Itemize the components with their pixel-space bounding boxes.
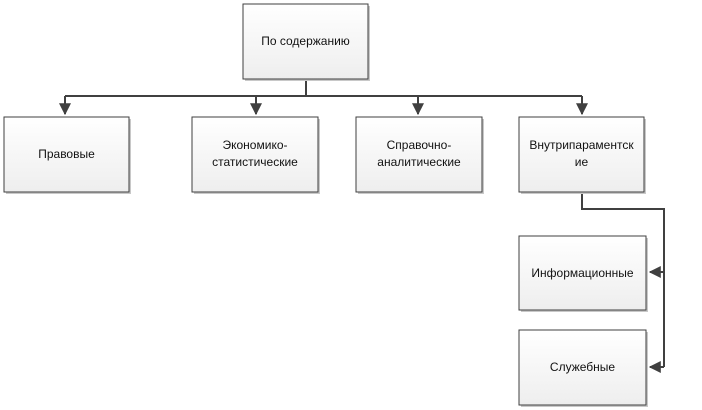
node-info-label: Информационные: [531, 266, 634, 280]
node-legal-label: Правовые: [38, 147, 95, 161]
node-econ-label-line2: статистические: [212, 155, 298, 169]
node-ref: Справочно- аналитические: [355, 116, 484, 194]
node-service-label: Служебные: [550, 360, 615, 374]
node-ref-label-line2: аналитические: [377, 155, 461, 169]
node-info: Информационные: [518, 235, 648, 312]
node-econ: Экономико- статистические: [191, 116, 320, 194]
node-content-label: По содержанию: [261, 34, 350, 48]
node-service: Служебные: [518, 329, 648, 407]
node-internal: Внутрипараментск ие: [518, 116, 646, 194]
node-internal-label-line1: Внутрипараментск: [529, 138, 634, 152]
node-legal: Правовые: [3, 116, 131, 194]
connectors-internal: [581, 191, 665, 373]
node-econ-label-line1: Экономико-: [223, 138, 288, 152]
node-internal-label-line2: ие: [575, 155, 589, 169]
node-content: По содержанию: [242, 3, 370, 81]
connector-internal-trunk: [581, 191, 665, 367]
connectors-root: [59, 79, 588, 116]
node-ref-label-line1: Справочно-: [387, 138, 452, 152]
